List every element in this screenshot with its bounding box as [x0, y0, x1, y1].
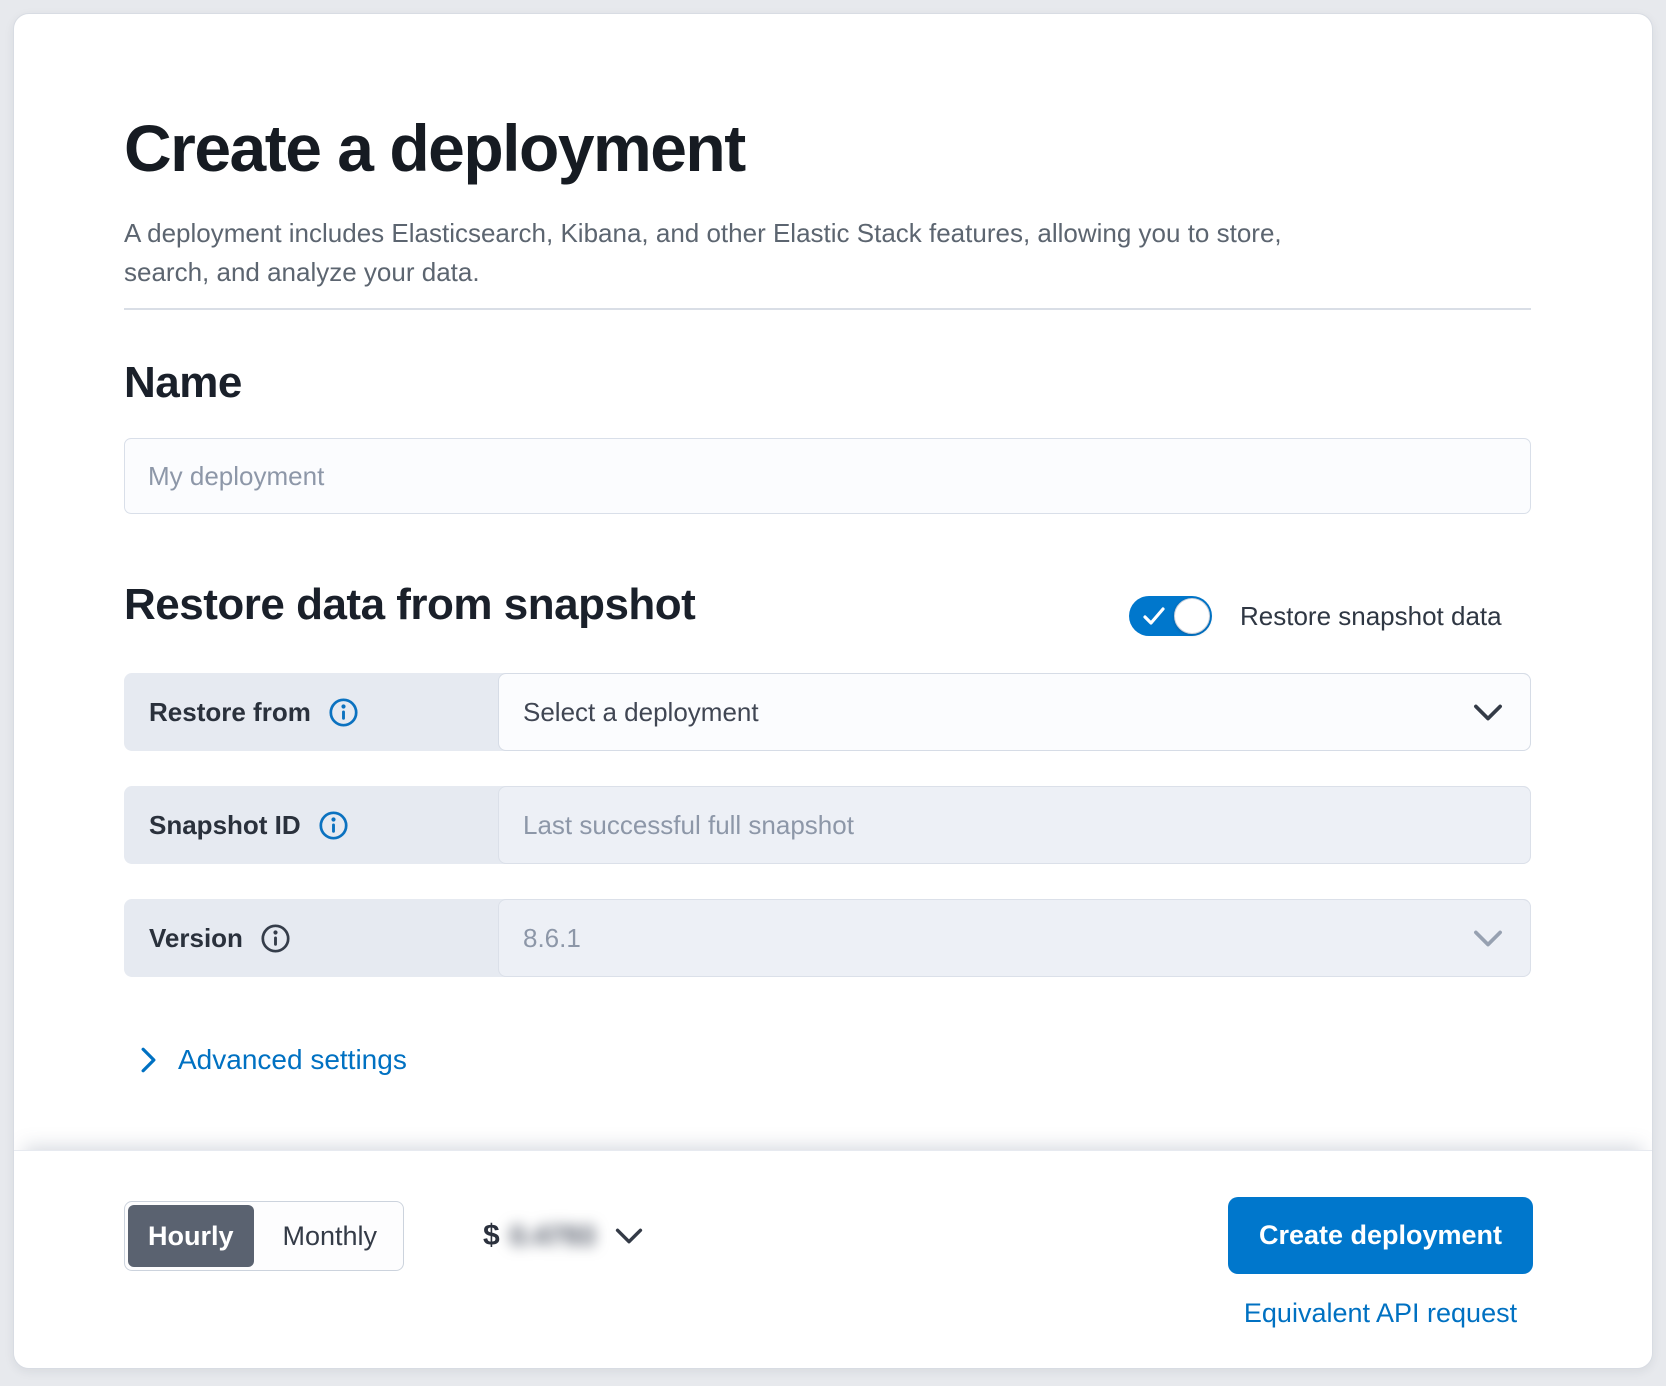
version-select-value: 8.6.1	[523, 922, 581, 953]
chevron-down-icon	[616, 1228, 643, 1244]
info-icon[interactable]	[329, 697, 358, 727]
bottom-bar: Hourly Monthly $ 0.4793 Create deploymen…	[14, 1150, 1652, 1368]
restore-from-select[interactable]: Select a deployment	[498, 673, 1531, 751]
restore-section-heading: Restore data from snapshot	[124, 580, 696, 629]
subtitle-line-1: A deployment includes Elasticsearch, Kib…	[124, 218, 1282, 248]
billing-option-monthly[interactable]: Monthly	[282, 1220, 378, 1251]
page-title: Create a deployment	[124, 111, 746, 185]
name-section-heading: Name	[124, 358, 242, 407]
version-label-group: Version	[124, 899, 498, 977]
subtitle-line-2: search, and analyze your data.	[124, 257, 480, 287]
create-deployment-card: Create a deployment A deployment include…	[13, 13, 1653, 1369]
version-select: 8.6.1	[498, 899, 1531, 977]
restore-from-label: Restore from	[149, 696, 311, 727]
advanced-settings-link[interactable]: Advanced settings	[141, 1044, 407, 1076]
billing-interval-toggle: Hourly Monthly	[124, 1201, 405, 1271]
chevron-down-icon	[1474, 930, 1502, 947]
price-dropdown[interactable]: $ 0.4793	[483, 1201, 643, 1271]
snapshot-id-input: Last successful full snapshot	[498, 786, 1531, 864]
page-subtitle: A deployment includes Elasticsearch, Kib…	[124, 214, 1282, 292]
snapshot-id-placeholder: Last successful full snapshot	[523, 809, 854, 840]
restore-from-label-group: Restore from	[124, 673, 498, 751]
restore-from-select-value: Select a deployment	[523, 696, 759, 727]
header-divider	[124, 308, 1531, 310]
equivalent-api-request-link[interactable]: Equivalent API request	[1243, 1298, 1518, 1328]
snapshot-id-label: Snapshot ID	[149, 809, 301, 840]
info-icon[interactable]	[319, 810, 348, 840]
price-amount-blurred: 0.4793	[509, 1220, 596, 1251]
snapshot-id-label-group: Snapshot ID	[124, 786, 498, 864]
price-currency-symbol: $	[483, 1219, 500, 1252]
restore-snapshot-toggle-label: Restore snapshot data	[1240, 600, 1502, 631]
restore-snapshot-toggle[interactable]	[1129, 596, 1212, 636]
restore-snapshot-toggle-group: Restore snapshot data	[1129, 596, 1502, 636]
advanced-settings-label: Advanced settings	[178, 1044, 407, 1075]
restore-from-row: Restore from Select a deployment	[124, 673, 1531, 751]
toggle-knob	[1174, 598, 1210, 634]
info-icon[interactable]	[261, 923, 290, 953]
version-row: Version 8.6.1	[124, 899, 1531, 977]
deployment-name-input[interactable]	[124, 438, 1531, 514]
chevron-down-icon	[1474, 704, 1502, 721]
snapshot-id-row: Snapshot ID Last successful full snapsho…	[124, 786, 1531, 864]
version-label: Version	[149, 922, 243, 953]
billing-option-hourly[interactable]: Hourly	[128, 1205, 254, 1267]
create-deployment-button[interactable]: Create deployment	[1228, 1197, 1533, 1274]
chevron-right-icon	[141, 1047, 156, 1073]
check-icon	[1143, 607, 1165, 625]
